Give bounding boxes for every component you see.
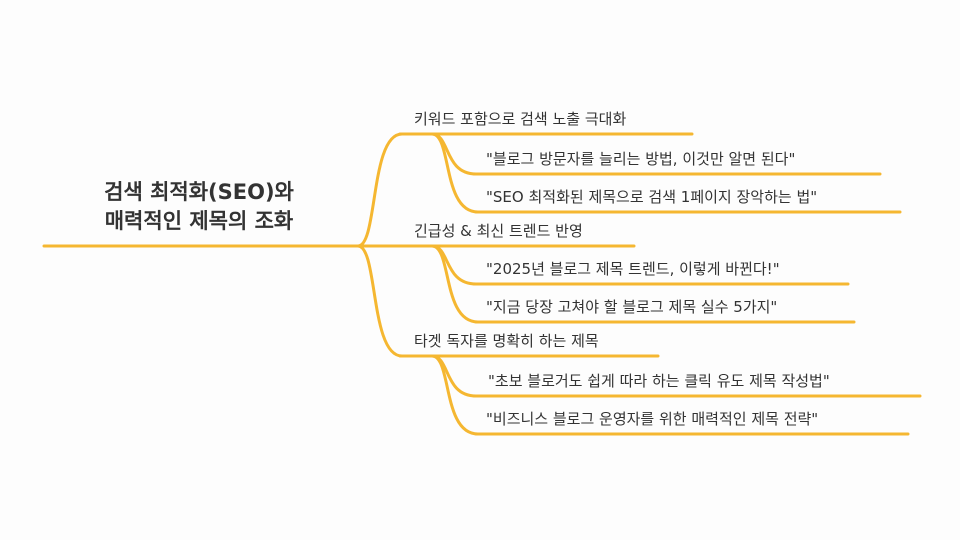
child-label-2-2: "지금 당장 고쳐야 할 블로그 제목 실수 5가지" — [486, 298, 778, 316]
child-label-1-2: "SEO 최적화된 제목으로 검색 1페이지 장악하는 법" — [486, 188, 818, 206]
branch-label-3: 타겟 독자를 명확히 하는 제목 — [414, 332, 599, 350]
root-node-title: 검색 최적화(SEO)와 매력적인 제목의 조화 — [44, 178, 354, 236]
branch-connector-3 — [356, 244, 404, 358]
branch-label-1: 키워드 포함으로 검색 노출 극대화 — [414, 110, 627, 128]
root-title-line-1: 검색 최적화(SEO)와 — [104, 180, 294, 204]
child-label-3-2: "비즈니스 블로그 운영자를 위한 매력적인 제목 전략" — [486, 410, 819, 428]
child-label-2-1: "2025년 블로그 제목 트렌드, 이렇게 바뀐다!" — [486, 260, 780, 278]
child-connector-1-2 — [430, 132, 480, 214]
child-connector-2-2 — [430, 244, 480, 324]
child-label-3-1: "초보 블로거도 쉽게 따라 하는 클릭 유도 제목 작성법" — [488, 372, 830, 390]
child-connector-3-2 — [430, 354, 480, 436]
root-title-line-2: 매력적인 제목의 조화 — [104, 209, 294, 233]
child-label-1-1: "블로그 방문자를 늘리는 방법, 이것만 알면 된다" — [486, 150, 796, 168]
branch-label-2: 긴급성 & 최신 트렌드 반영 — [414, 222, 583, 240]
branch-connector-1 — [356, 132, 404, 248]
